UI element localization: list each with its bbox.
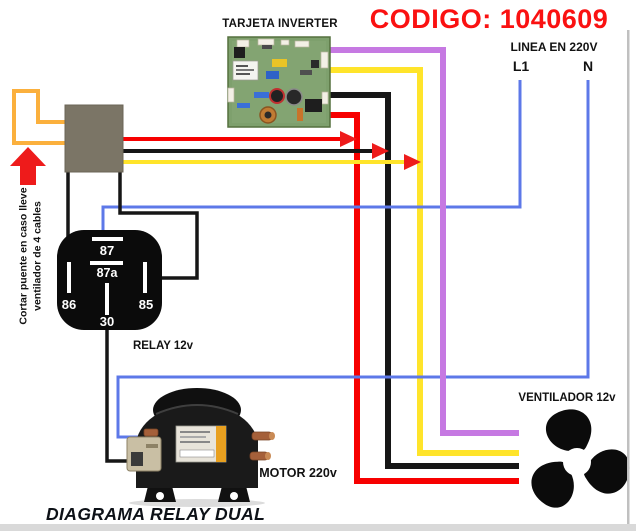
arrow-up-icon [10,147,46,185]
pcb-component [320,51,329,69]
tarjeta-label: TARJETA INVERTER [222,18,338,30]
pcb-component [236,69,254,71]
motor-label-line [180,436,206,438]
pcb-component [227,87,235,103]
pcb-component [272,59,287,67]
connector-box [64,104,124,173]
n-label: N [582,58,594,74]
motor-label-stripe [216,426,226,462]
pcb-component [280,39,290,46]
motor-highlight [155,404,239,415]
relay-pin85-mark [143,262,147,293]
relay-pin86-mark [67,262,71,293]
wire-red-board-to-fan [320,112,519,484]
relay-pin-87a: 87a [96,266,118,280]
relay-pin87a-mark [90,261,123,265]
wire-blue-l1-to-relay87 [101,80,522,245]
codigo-title: CODIGO: 1040609 [369,4,609,34]
relay-body [57,230,162,330]
linea-220v-label: LINEA EN 220V [510,40,598,54]
relay-pin30-mark [105,283,109,315]
jumper-note-line2: ventilador de 4 cables [31,201,43,311]
motor-pipe-cap [265,452,271,460]
relay-pin87-mark [92,237,123,241]
motor-pipe-cap [269,432,275,440]
pcb-component [297,108,303,121]
board-wires [320,67,519,484]
relay-pin-86: 86 [61,297,77,312]
pcb-component [300,70,312,75]
wire-purple-board-to-fan [320,47,519,436]
wire-black-box-to-relay85 [118,170,199,280]
motor-start-relay-detail [131,452,143,466]
pcb-component [264,111,272,119]
connector-tap-wires [115,131,421,170]
pcb-component [294,40,310,48]
arrow-right-icon [340,131,357,147]
motor-foot-hole [156,492,164,500]
fan-blade [546,409,592,453]
motor-label: MOTOR 220v [259,466,337,480]
relay-pin-30: 30 [99,314,115,329]
pcb-component [285,88,303,106]
motor-foot-hole [230,492,238,500]
fan-icon [531,409,630,508]
pcb-component [269,88,285,104]
pcb-component [236,65,248,67]
motor-pipe [143,428,159,437]
wire-yellow-board-to-fan [320,67,519,456]
line220-wires [101,80,590,439]
wire-blue-n-to-motor [116,80,590,439]
pcb-component [254,92,269,98]
fan-hub [563,448,591,476]
relay-pin-85: 85 [138,297,154,312]
pcb-component [305,99,322,112]
motor-image [126,388,275,507]
relay-pin-87: 87 [99,243,115,258]
pcb-component [266,71,279,79]
wire-orange-jumper [12,89,70,145]
page-right-border [627,30,630,524]
arrow-right-icon [404,154,421,170]
arrow-right-icon [372,143,389,159]
page-bottom-strip [0,524,636,531]
diagram-title: DIAGRAMA RELAY DUAL [46,504,266,524]
motor-start-relay-detail [146,444,158,448]
pcb-component [237,103,250,108]
motor-label-line [180,431,210,433]
pcb-component [236,73,250,75]
pcb-component [257,38,275,46]
jumper-note-line1: Cortar puente en caso lleve [17,187,30,325]
pcb-component [234,47,245,58]
fan-blade [583,449,630,494]
motor-label-barcode [179,449,215,458]
pcb-component [321,91,329,105]
relay [57,230,162,330]
l1-label: L1 [512,58,530,74]
fan-label: VENTILADOR 12v [518,392,616,404]
pcb-component [236,39,250,48]
pcb-component [311,60,319,68]
inverter-board-image [227,36,331,128]
wire-black-board-to-fan [320,92,519,469]
fan-blade [531,461,574,508]
relay-label: RELAY 12v [132,340,194,352]
pcb-component [262,45,272,49]
motor-label-line [180,441,210,443]
